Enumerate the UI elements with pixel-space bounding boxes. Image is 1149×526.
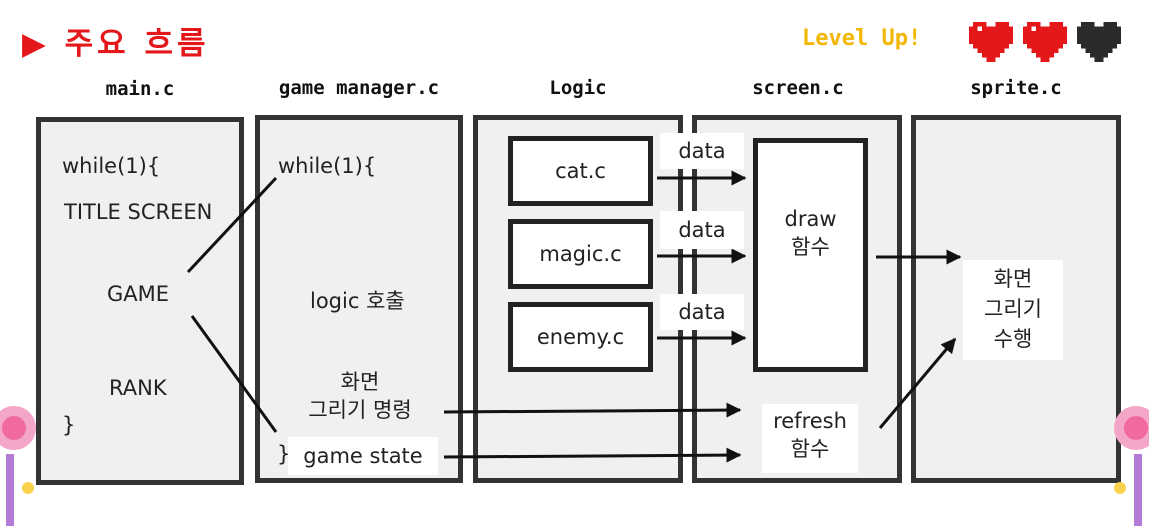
column-header-screen: screen.c xyxy=(752,77,844,99)
gm-loop-close: } xyxy=(277,442,291,466)
slide-title: ▶ 주요 흐름 xyxy=(22,26,210,62)
column-header-game-manager: game manager.c xyxy=(278,77,440,99)
game-manager-column xyxy=(255,115,463,483)
main-loop-close: } xyxy=(62,413,76,437)
gm-draw-command: 화면 그리기 명령 xyxy=(308,370,412,422)
column-header-main: main.c xyxy=(105,78,175,100)
logic-file-cat: cat.c xyxy=(508,136,653,206)
gm-game-state: game state xyxy=(288,437,438,475)
heart-full-icon xyxy=(1022,22,1068,62)
arrow-command-to-refresh xyxy=(443,402,742,418)
sprite-draw-perform: 화면 그리기 수행 xyxy=(963,260,1063,360)
level-up-label: Level Up! xyxy=(802,26,922,51)
logic-file-enemy: enemy.c xyxy=(508,302,653,372)
screen-refresh-function: refresh 함수 xyxy=(762,404,858,473)
heart-empty-icon xyxy=(1076,22,1122,62)
logic-file-magic: magic.c xyxy=(508,219,653,289)
arrow-refresh-to-sprite xyxy=(878,337,957,429)
connector-game-to-loop xyxy=(186,176,278,274)
data-label-enemy: data xyxy=(660,294,744,330)
gm-logic-call: logic 호출 xyxy=(310,289,405,313)
main-loop-open: while(1){ xyxy=(62,154,161,178)
connector-game-to-loop-close xyxy=(190,315,278,433)
main-c-column xyxy=(36,117,244,485)
main-game: GAME xyxy=(107,282,170,306)
decoration-flower-left-icon xyxy=(0,406,36,526)
arrow-state-to-refresh xyxy=(443,447,742,463)
column-header-sprite: sprite.c xyxy=(970,77,1062,99)
column-header-logic: Logic xyxy=(549,77,607,99)
screen-draw-function: draw 함수 xyxy=(753,138,868,372)
main-rank: RANK xyxy=(109,376,167,400)
main-title-screen: TITLE SCREEN xyxy=(64,200,213,224)
data-label-magic: data xyxy=(660,211,744,249)
heart-full-icon xyxy=(968,22,1014,62)
data-label-cat: data xyxy=(660,133,744,169)
gm-loop-open: while(1){ xyxy=(278,154,377,178)
decoration-flower-right-icon xyxy=(1114,406,1149,526)
